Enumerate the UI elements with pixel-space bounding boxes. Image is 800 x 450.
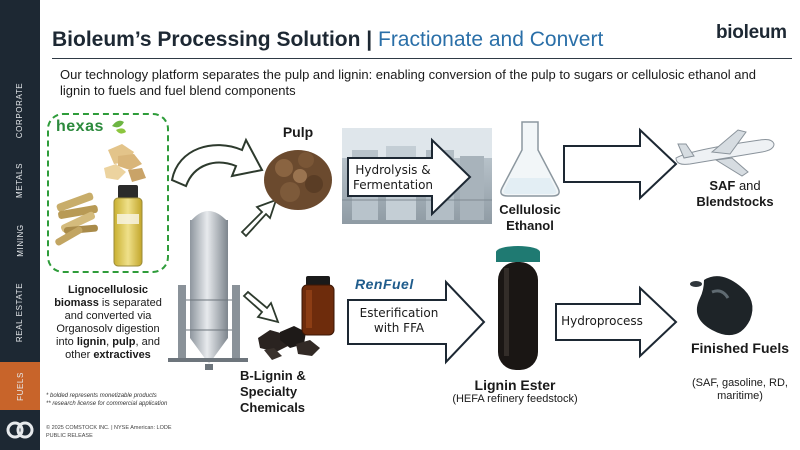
lignin-ester-sub: (HEFA refinery feedstock) xyxy=(452,393,578,405)
desc-lignin: lignin xyxy=(76,336,107,348)
esterification-arrow xyxy=(347,279,486,365)
wood-chips-icon xyxy=(104,144,146,182)
saf-arrow xyxy=(563,127,678,201)
hydroprocess-arrow xyxy=(555,285,678,359)
saf-label: SAF and Blendstocks xyxy=(680,178,790,210)
finished-fuels-sub: (SAF, gasoline, RD, maritime) xyxy=(692,377,788,402)
saf-label-blendstocks: Blendstocks xyxy=(696,194,774,209)
desc-extractives: extractives xyxy=(93,349,151,361)
desc-biomass: Lignocellulosic biomass xyxy=(54,284,149,309)
hexas-leaf-icon xyxy=(112,120,126,134)
copyright-line: © 2025 COMSTOCK INC. | NYSE American: LO… xyxy=(46,425,172,431)
header-divider xyxy=(52,58,792,59)
saf-label-bold: SAF xyxy=(709,178,736,193)
airplane-icon xyxy=(675,129,775,177)
flask-icon xyxy=(500,121,560,197)
digester-vessel-icon xyxy=(168,211,248,370)
arrow-to-pulp-icon xyxy=(240,198,278,238)
footnote-bolded: * bolded represents monetizable products xyxy=(46,393,157,399)
blignin-label: B-Lignin & Specialty Chemicals xyxy=(240,368,306,415)
hydrolysis-arrow xyxy=(347,137,472,217)
biomass-sticks-icon xyxy=(55,192,98,246)
recycle-arrow-icon xyxy=(170,137,264,188)
comstock-logo-icon xyxy=(6,421,34,439)
arrow-to-lignin-icon xyxy=(242,290,280,324)
hexas-logo: hexas xyxy=(56,118,104,135)
finished-fuels-label: Finished Fuels xyxy=(690,340,789,356)
intro-text: Our technology platform separates the pu… xyxy=(60,67,756,98)
desc-sep: , xyxy=(106,336,113,348)
brand-logo: bioleum xyxy=(716,22,787,43)
fuel-drop-icon xyxy=(690,276,753,336)
sidebar-item-fuels[interactable]: FUELS xyxy=(0,362,40,410)
hydroprocess-label: Hydroprocess xyxy=(561,314,643,328)
desc-text: is separated and converted via Organosol… xyxy=(56,297,162,348)
pulp-label: Pulp xyxy=(282,124,314,140)
lignin-ester-tube-icon xyxy=(496,246,540,370)
saf-label-rest: and xyxy=(735,178,761,193)
lignin-chunks-icon xyxy=(258,326,320,360)
feedstock-box xyxy=(47,113,169,273)
title-sub: Fractionate and Convert xyxy=(372,28,604,51)
esterification-label: Esterification with FFA xyxy=(359,306,439,335)
renfuel-logo: RenFuel xyxy=(355,276,414,292)
release-line: PUBLIC RELEASE xyxy=(46,433,93,439)
pulp-pile-icon xyxy=(264,150,332,210)
lignin-ester-label: Lignin Ester xyxy=(474,377,556,393)
sidebar: CORPORATE METALS MINING REAL ESTATE FUEL… xyxy=(0,0,40,450)
title-main: Bioleum’s Processing Solution | xyxy=(52,28,373,51)
desc-pulp: pulp xyxy=(112,336,136,348)
footnote-license: ** research license for commercial appli… xyxy=(46,401,168,407)
page-title: Bioleum’s Processing Solution | Fraction… xyxy=(52,28,603,52)
feedstock-description: Lignocellulosic biomass is separated and… xyxy=(48,284,168,362)
hydrolysis-label: Hydrolysis & Fermentation xyxy=(352,163,434,192)
cellulosic-ethanol-label: Cellulosic Ethanol xyxy=(499,202,561,233)
oil-vial-icon xyxy=(113,185,143,267)
desc-text2: , and other xyxy=(65,336,160,361)
lignin-jar-icon xyxy=(301,276,335,336)
